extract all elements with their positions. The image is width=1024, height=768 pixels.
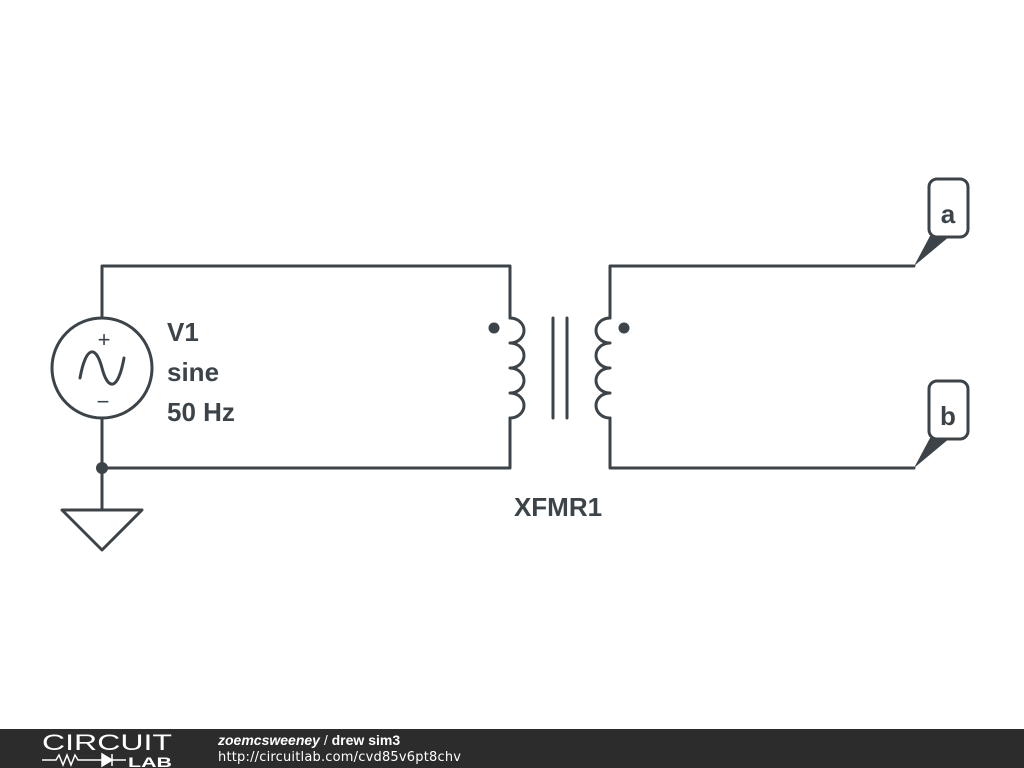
sine-wave-icon xyxy=(78,350,126,386)
source-waveform-label: sine xyxy=(167,357,219,387)
terminal-b-box xyxy=(927,379,970,441)
byline-separator: / xyxy=(319,732,332,748)
footer-bar: CIRCUIT LAB zoemcsweeney / drew sim3 htt… xyxy=(0,729,1024,768)
ground-symbol xyxy=(60,508,144,552)
circuitlab-logo[interactable]: CIRCUIT LAB xyxy=(40,729,180,768)
circuit-schematic: + − V1 sine 50 Hz XFMR1 a xyxy=(50,177,970,552)
source-minus-sign: − xyxy=(97,389,110,414)
terminal-a-pointer xyxy=(914,236,950,266)
primary-coil xyxy=(508,316,526,420)
source-frequency-label: 50 Hz xyxy=(167,397,235,427)
primary-bottom-wire xyxy=(100,416,512,470)
source-plus-sign: + xyxy=(98,327,111,352)
author-link[interactable]: zoemcsweeney xyxy=(218,732,320,748)
source-name-label: V1 xyxy=(167,317,199,347)
logo-text-circuit: CIRCUIT xyxy=(42,730,172,755)
footer-byline: zoemcsweeney / drew sim3 xyxy=(218,731,461,749)
primary-top-wire xyxy=(100,264,512,320)
transformer-name-label: XFMR1 xyxy=(514,492,602,522)
transformer-xfmr1 xyxy=(488,316,630,420)
terminal-b-pointer xyxy=(914,438,950,468)
resistor-icon xyxy=(42,752,92,768)
voltage-source-v1: + − xyxy=(50,316,154,420)
circuit-url-link[interactable]: http://circuitlab.com/cvd85v6pt8chv xyxy=(218,750,462,765)
secondary-top-wire xyxy=(608,264,916,320)
secondary-polarity-dot xyxy=(618,322,630,334)
logo-text-lab: LAB xyxy=(128,754,172,768)
diode-icon xyxy=(92,752,126,768)
secondary-coil xyxy=(594,316,612,420)
circuit-title[interactable]: drew sim3 xyxy=(331,732,401,748)
footer-info: zoemcsweeney / drew sim3 http://circuitl… xyxy=(218,731,461,767)
secondary-bottom-wire xyxy=(608,416,916,470)
terminal-b-label: b xyxy=(940,401,956,431)
junction-node xyxy=(96,462,108,474)
primary-polarity-dot xyxy=(488,322,500,334)
terminal-a[interactable]: a xyxy=(914,177,970,266)
terminal-a-box xyxy=(927,177,970,239)
source-circle xyxy=(50,316,154,420)
terminal-a-label: a xyxy=(941,199,956,229)
terminal-b[interactable]: b xyxy=(914,379,970,468)
